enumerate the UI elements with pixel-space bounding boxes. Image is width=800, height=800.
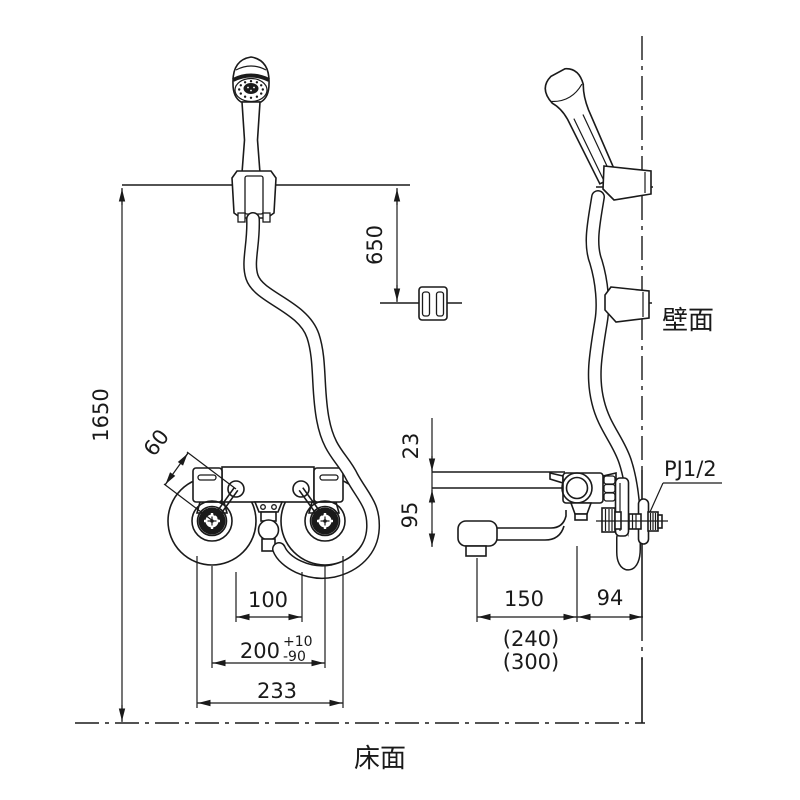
shower-head-front bbox=[232, 56, 270, 174]
label-floor-surface: 床面 bbox=[354, 744, 406, 774]
dim-center-pitch: 100 bbox=[248, 588, 288, 612]
shower-holder-side bbox=[602, 165, 652, 201]
dim-spout-drop: 95 bbox=[398, 502, 422, 529]
spray-dots bbox=[238, 80, 264, 100]
shower-hose-front bbox=[243, 212, 381, 579]
side-view bbox=[457, 67, 668, 571]
reference-lines bbox=[122, 184, 653, 489]
label-connection: PJ1/2 bbox=[664, 457, 717, 481]
dim-spout-reach: 150 bbox=[504, 587, 544, 611]
hanger-bracket-front bbox=[418, 286, 448, 321]
handle-right bbox=[304, 500, 346, 542]
handle-left bbox=[191, 500, 233, 542]
dim-holder-height: 650 bbox=[363, 225, 387, 265]
shower-holder-front bbox=[231, 170, 277, 223]
pj-leader bbox=[649, 482, 722, 513]
dimension-labels: 1650 650 60 23 95 100 200 +10 -90 233 15… bbox=[89, 225, 717, 774]
faucet-side bbox=[457, 471, 668, 557]
dim-install-pitch-plus: +10 bbox=[283, 634, 313, 650]
valve-body bbox=[562, 472, 604, 504]
dim-install-pitch-minus: -90 bbox=[283, 649, 306, 665]
dim-install-pitch: 200 bbox=[240, 639, 280, 663]
shower-hose-side bbox=[585, 190, 641, 571]
front-view bbox=[167, 56, 448, 579]
dim-60-line bbox=[164, 452, 189, 486]
dim-body-top-offset: 23 bbox=[399, 433, 423, 460]
dim-handle-length: 60 bbox=[139, 425, 174, 461]
spout-outlet bbox=[457, 520, 498, 547]
dimension-lines bbox=[118, 188, 722, 722]
dim-spout-reach-alt1: (240) bbox=[503, 627, 559, 651]
faucet-front bbox=[167, 466, 370, 566]
dim-wall-offset: 94 bbox=[597, 586, 624, 610]
center-outlet-front bbox=[253, 501, 284, 552]
hanger-bracket-side bbox=[604, 286, 650, 323]
dim-spout-reach-alt2: (300) bbox=[503, 650, 559, 674]
dim-overall-height: 1650 bbox=[89, 388, 113, 441]
dim-overall-width: 233 bbox=[257, 679, 297, 703]
label-wall-surface: 壁面 bbox=[662, 306, 714, 336]
